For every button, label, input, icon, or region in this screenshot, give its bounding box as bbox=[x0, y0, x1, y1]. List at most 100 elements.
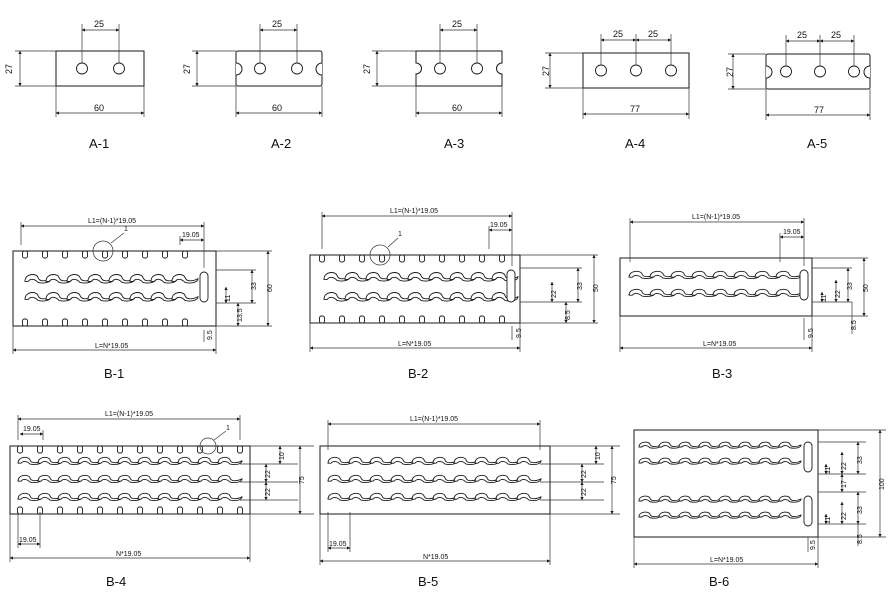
edge-notch bbox=[162, 250, 168, 259]
b2-pitch-dim: 19.05 bbox=[490, 222, 508, 229]
b3-plate bbox=[619, 257, 813, 317]
edge-notch bbox=[42, 250, 48, 259]
caption-a1: A-1 bbox=[89, 136, 109, 151]
edge-notch bbox=[77, 506, 83, 515]
b4-teeth bbox=[17, 445, 243, 515]
b6-side-dim: 22 bbox=[841, 462, 848, 470]
a1-width-dim: 60 bbox=[94, 103, 104, 113]
edge-notch bbox=[102, 250, 108, 259]
edge-notch bbox=[97, 506, 103, 515]
b5-top-dim: L1=(N-1)*19.05 bbox=[410, 416, 458, 423]
a5-hole bbox=[848, 65, 860, 78]
edge-notch bbox=[22, 250, 28, 259]
edge-notch bbox=[459, 315, 465, 324]
edge-notch bbox=[217, 506, 223, 515]
b5-slots bbox=[327, 456, 542, 502]
edge-notch bbox=[459, 254, 465, 263]
a5-height-dim: 27 bbox=[725, 67, 735, 77]
b2-plate bbox=[309, 254, 521, 324]
b4-callout-number: 1 bbox=[226, 425, 230, 432]
edge-notch bbox=[359, 254, 365, 263]
a5-hole bbox=[814, 65, 826, 78]
caption-b3: B-3 bbox=[712, 366, 732, 381]
serpentine-slot bbox=[217, 492, 243, 502]
edge-notch bbox=[157, 445, 163, 454]
b1-side-dim: 13.5 bbox=[237, 308, 244, 322]
serpentine-slot bbox=[171, 292, 199, 302]
a4-pitch-dim: 25 bbox=[613, 29, 623, 39]
b4-side-dim: 22 bbox=[265, 488, 272, 496]
edge-notch bbox=[57, 506, 63, 515]
b6-side-dim: 11 bbox=[825, 517, 832, 524]
b3-edge-dim: 9.5 bbox=[808, 328, 815, 338]
b5-edge-dim: 19.05 bbox=[329, 541, 347, 548]
b4-side-dim: 75 bbox=[299, 476, 306, 484]
caption-a2: A-2 bbox=[271, 136, 291, 151]
edge-notch bbox=[479, 315, 485, 324]
caption-a5: A-5 bbox=[807, 136, 827, 151]
b3-slots bbox=[628, 270, 803, 298]
b4-pitch-dim: 19.05 bbox=[23, 426, 41, 433]
b6-bottom-dim: L=N*19.05 bbox=[710, 557, 743, 564]
part-a1: 25 27 60 bbox=[4, 19, 145, 117]
a2-hole bbox=[291, 62, 303, 75]
b3-bottom-dim: L=N*19.05 bbox=[703, 341, 736, 348]
part-b3: L1=(N-1)*19.05 19.05 L=N*19.05 11 22 8.5… bbox=[619, 214, 870, 352]
b5-side-dim: 10 bbox=[595, 452, 602, 460]
b1-side-dim: 60 bbox=[267, 284, 274, 292]
a2-hole bbox=[254, 62, 266, 75]
a2-plate bbox=[235, 50, 323, 87]
b3-side-dim: 22 bbox=[835, 290, 842, 298]
caption-b6: B-6 bbox=[709, 574, 729, 589]
edge-notch bbox=[182, 250, 188, 259]
edge-notch bbox=[479, 254, 485, 263]
a4-hole bbox=[630, 64, 642, 77]
edge-notch bbox=[379, 315, 385, 324]
b1-slots bbox=[24, 274, 199, 302]
edge-notch bbox=[82, 318, 88, 327]
a3-pitch-dim: 25 bbox=[452, 19, 462, 29]
serpentine-slot bbox=[171, 274, 199, 284]
edge-notch bbox=[319, 254, 325, 263]
b6-side-dim: 11 bbox=[825, 467, 832, 474]
edge-notch bbox=[379, 254, 385, 263]
edge-notch bbox=[137, 506, 143, 515]
b6-end-slot bbox=[803, 495, 813, 527]
b3-side-dim: 8.5 bbox=[851, 320, 858, 330]
a1-pitch-dim: 25 bbox=[94, 19, 104, 29]
a1-height-dim: 27 bbox=[4, 64, 14, 74]
part-a2: 25 27 60 bbox=[182, 19, 323, 117]
b6-slots bbox=[638, 441, 802, 519]
b4-slots bbox=[17, 456, 243, 502]
b2-side-dim: 33 bbox=[577, 282, 584, 290]
a2-width-dim: 60 bbox=[272, 103, 282, 113]
edge-notch bbox=[182, 318, 188, 327]
edge-notch bbox=[419, 254, 425, 263]
serpentine-slot bbox=[778, 511, 802, 519]
edge-notch bbox=[62, 318, 68, 327]
caption-b4: B-4 bbox=[106, 574, 126, 589]
b5-side-dim: 75 bbox=[611, 476, 618, 484]
a5-hole bbox=[780, 65, 792, 78]
edge-notch bbox=[439, 315, 445, 324]
edge-notch bbox=[399, 254, 405, 263]
edge-notch bbox=[197, 506, 203, 515]
a4-hole bbox=[595, 64, 607, 77]
b6-side-dim: 22 bbox=[841, 512, 848, 520]
b4-side-dim: 22 bbox=[265, 470, 272, 478]
b2-edge-dim: 9.5 bbox=[516, 328, 523, 338]
b2-bottom-dim: L=N*19.05 bbox=[398, 341, 431, 348]
caption-b1: B-1 bbox=[104, 366, 124, 381]
a1-hole bbox=[113, 62, 125, 75]
b1-callout-circle bbox=[92, 240, 114, 262]
edge-notch bbox=[142, 318, 148, 327]
edge-notch bbox=[122, 318, 128, 327]
edge-notch bbox=[37, 445, 43, 454]
a4-pitch-dim: 25 bbox=[648, 29, 658, 39]
b3-top-dim: L1=(N-1)*19.05 bbox=[692, 214, 740, 221]
edge-notch bbox=[57, 445, 63, 454]
a3-plate bbox=[415, 50, 503, 87]
serpentine-slot bbox=[516, 456, 542, 466]
a5-pitch-dim: 25 bbox=[831, 30, 841, 40]
